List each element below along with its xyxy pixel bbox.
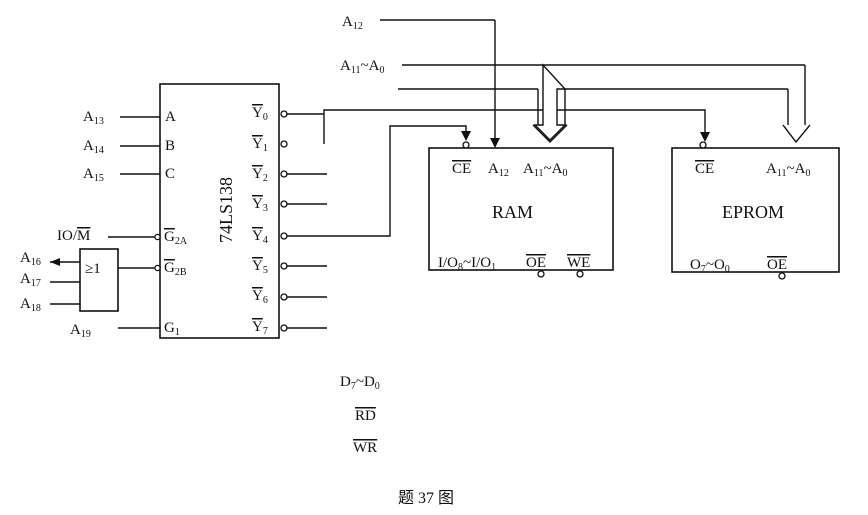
label-io-m: IO/M	[57, 228, 90, 244]
pin-g2b: G2B	[164, 260, 187, 278]
pin-y4: Y4	[252, 228, 268, 246]
ram-pin-we: WE	[567, 255, 590, 271]
decoder-output-pins: Y0 Y1 Y2 Y3 Y4 Y5 Y6 Y7	[252, 105, 327, 337]
pin-b: B	[165, 138, 175, 154]
decoder-input-pins: A13 A A14 B A15 C IO/M G2A G2B A19 G1	[57, 109, 188, 340]
eprom-chip: EPROM CE A11~A0 O7~O0 OE	[671, 141, 840, 280]
or-gate-symbol: ≥1	[85, 261, 101, 277]
label-a17: A17	[20, 271, 41, 289]
label-a15: A15	[83, 166, 104, 184]
decoder-part-label: 74LS138	[216, 177, 236, 243]
ram-chip: RAM CE A12 A11~A0 I/O8~I/O1 OE WE	[428, 141, 614, 278]
pin-y5: Y5	[252, 258, 268, 276]
label-a18: A18	[20, 296, 41, 314]
pin-g1: G1	[164, 320, 180, 338]
label-a16: A16	[20, 250, 41, 268]
pin-y1: Y1	[252, 136, 268, 154]
or-gate-body	[79, 248, 119, 312]
pin-y7: Y7	[252, 319, 268, 337]
ram-pin-ce: CE	[452, 161, 471, 177]
decoder-74ls138: 74LS138 A13 A A14 B A15 C IO/M G2A G2B A…	[57, 83, 327, 340]
pin-y0: Y0	[252, 105, 268, 123]
eprom-pin-a11-a0: A11~A0	[766, 161, 810, 179]
ram-pin-a11-a0: A11~A0	[523, 161, 567, 179]
label-a11-a0-bus: A11~A0	[340, 58, 384, 76]
eprom-pin-oe: OE	[767, 257, 787, 273]
label-d7-d0: D7~D0	[340, 374, 380, 392]
eprom-pin-ce: CE	[695, 161, 714, 177]
figure-caption: 题 37 图	[398, 490, 454, 507]
pin-y3: Y3	[252, 196, 268, 214]
eprom-name: EPROM	[722, 202, 784, 222]
eprom-pin-o7-o0: O7~O0	[690, 257, 730, 275]
system-bus-labels: D7~D0 RD WR	[340, 374, 380, 456]
label-a12-bus: A12	[342, 14, 363, 32]
pin-y2: Y2	[252, 166, 268, 184]
label-a13: A13	[83, 109, 104, 127]
ram-pin-a12: A12	[488, 161, 509, 179]
pin-a: A	[165, 109, 176, 125]
pin-c: C	[165, 166, 175, 182]
pin-g2a: G2A	[164, 229, 188, 247]
label-a19: A19	[70, 322, 91, 340]
ram-pin-oe: OE	[526, 255, 546, 271]
ram-name: RAM	[492, 202, 533, 222]
label-wr: WR	[353, 440, 377, 456]
label-rd: RD	[355, 408, 376, 424]
eprom-body	[671, 147, 840, 273]
ram-pin-io: I/O8~I/O1	[438, 255, 496, 273]
pin-y6: Y6	[252, 288, 268, 306]
interconnect-wires: A12 A11~A0	[287, 14, 811, 237]
or-gate: ≥1 A16 A17 A18	[20, 248, 119, 314]
decoder-body	[159, 83, 280, 339]
label-a14: A14	[83, 138, 104, 156]
ram-body	[428, 147, 614, 271]
